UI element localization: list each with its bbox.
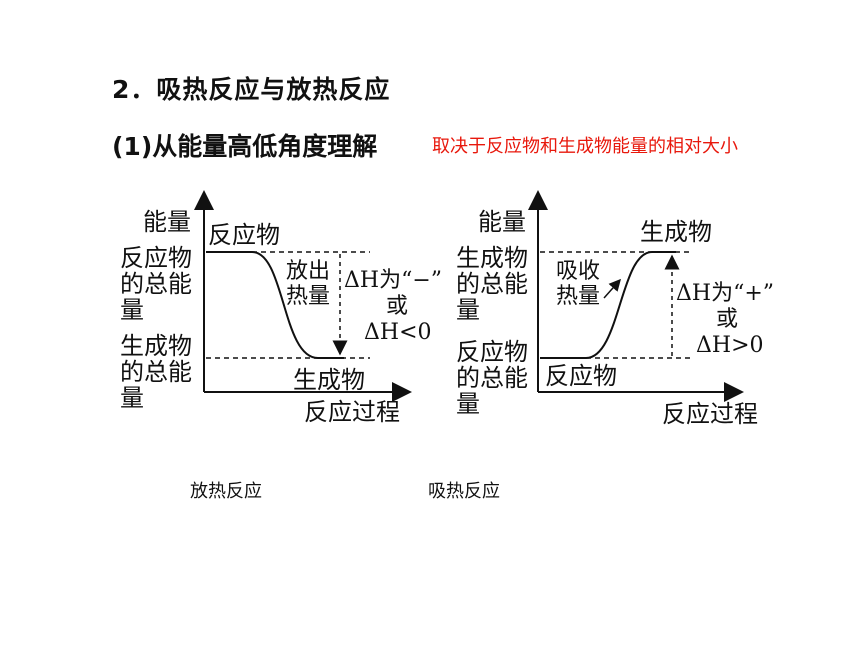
endo-delta-h-line-2: 或: [716, 307, 738, 332]
subsection-heading: (1)从能量高低角度理解: [112, 132, 378, 161]
endo-delta-h-line-3: ΔH>0: [696, 333, 764, 358]
endo-bottom-level-label-2: 的总能: [456, 364, 528, 392]
red-annotation: 取决于反应物和生成物能量的相对大小: [432, 136, 738, 157]
endo-top-level-label-3: 量: [456, 296, 480, 324]
exo-bottom-level-label-1: 生成物: [120, 332, 192, 360]
exothermic-caption: 放热反应: [190, 481, 262, 502]
exo-arrow-label-1: 放出: [286, 259, 330, 284]
exo-bottom-curve-label: 生成物: [293, 366, 365, 394]
endo-top-level-label-1: 生成物: [456, 244, 528, 272]
exo-y-axis-label: 能量: [143, 208, 191, 236]
endo-bottom-level-label-3: 量: [456, 390, 480, 418]
endo-bottom-curve-label: 反应物: [545, 362, 617, 390]
exo-top-curve-label: 反应物: [208, 221, 280, 249]
section-heading: 2．吸热反应与放热反应: [112, 75, 391, 104]
exo-top-level-label-3: 量: [120, 296, 144, 324]
energy-diagrams: 能量 反应物 生成物 反应过程 反应物 的总能 量 生成物 的总能 量 放出 热…: [120, 190, 774, 428]
exothermic-diagram: 能量 反应物 生成物 反应过程 反应物 的总能 量 生成物 的总能 量 放出 热…: [120, 190, 442, 426]
endothermic-diagram: 能量 生成物 反应物 反应过程 生成物 的总能 量 反应物 的总能 量 吸收 热…: [456, 190, 774, 428]
exo-delta-h-line-3: ΔH<0: [364, 320, 432, 345]
exo-bottom-level-label-2: 的总能: [120, 358, 192, 386]
endo-delta-h-line-1: ΔH为“+”: [676, 281, 774, 306]
endo-top-curve-label: 生成物: [640, 218, 712, 246]
endo-top-level-label-2: 的总能: [456, 270, 528, 298]
exo-arrow-label-2: 热量: [286, 284, 330, 309]
exo-top-level-label-2: 的总能: [120, 270, 192, 298]
endo-y-axis-label: 能量: [478, 208, 526, 236]
endo-arrow-label-1: 吸收: [556, 259, 600, 284]
exo-delta-h-line-2: 或: [386, 294, 408, 319]
endo-x-axis-label: 反应过程: [662, 400, 758, 428]
exo-top-level-label-1: 反应物: [120, 244, 192, 272]
endo-energy-curve: [540, 251, 676, 359]
exo-energy-curve: [206, 251, 344, 359]
endothermic-caption: 吸热反应: [428, 481, 500, 502]
endo-heat-pointer: [603, 278, 621, 299]
exo-x-axis-label: 反应过程: [304, 398, 400, 426]
exo-bottom-level-label-3: 量: [120, 384, 144, 412]
endo-bottom-level-label-1: 反应物: [456, 338, 528, 366]
exo-delta-h-line-1: ΔH为“−”: [344, 268, 442, 293]
endo-arrow-label-2: 热量: [556, 284, 600, 309]
